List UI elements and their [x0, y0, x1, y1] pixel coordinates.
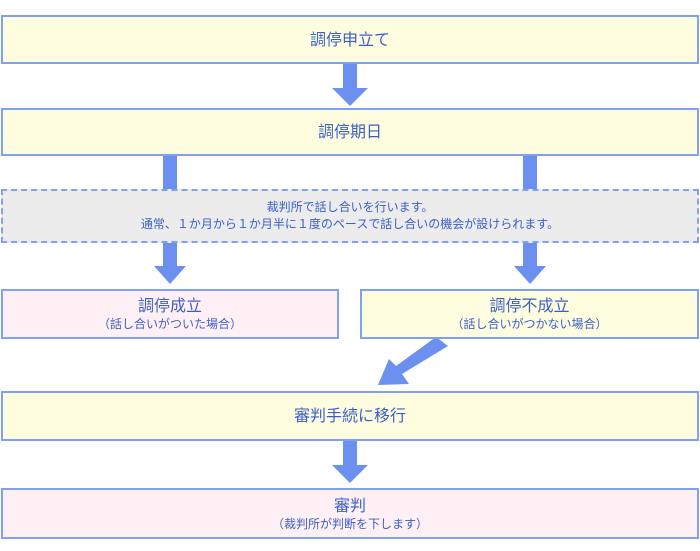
- arrow-unsettled-to-transfer: [378, 337, 448, 385]
- outcome-unsettled-title: 調停不成立: [489, 296, 570, 315]
- arrow-application-to-hearing: [332, 64, 368, 106]
- step-mediation-hearing: 調停期日: [1, 108, 699, 156]
- step-mediation-application-label: 調停申立て: [309, 29, 390, 49]
- arrow-transfer-to-judgment: [332, 441, 368, 483]
- step-mediation-hearing-label: 調停期日: [317, 122, 382, 141]
- note-line-1: 裁判所で話し合いを行います。: [266, 200, 434, 214]
- step-transfer-to-adjudication: 審判手続に移行: [1, 391, 699, 441]
- outcome-settled-title: 調停成立: [137, 296, 202, 315]
- step-adjudication-subtitle: （裁判所が判断を下します）: [271, 516, 428, 531]
- outcome-unsettled: 調停不成立 （話し合いがつかない場合）: [360, 289, 699, 339]
- note-line-2: 通常、１か月から１か月半に１度のペースで話し合いの機会が設けられます。: [140, 217, 560, 231]
- outcome-settled-subtitle: （話し合いがついた場合）: [97, 317, 242, 331]
- step-transfer-label: 審判手続に移行: [293, 406, 406, 425]
- step-adjudication-title: 審判: [333, 495, 366, 515]
- outcome-settled: 調停成立 （話し合いがついた場合）: [1, 289, 339, 339]
- step-mediation-application: 調停申立て: [1, 15, 699, 64]
- outcome-unsettled-subtitle: （話し合いがつかない場合）: [451, 317, 608, 331]
- step-adjudication: 審判 （裁判所が判断を下します）: [1, 488, 699, 539]
- note-hearing-description: 裁判所で話し合いを行います。 通常、１か月から１か月半に１度のペースで話し合いの…: [1, 189, 699, 243]
